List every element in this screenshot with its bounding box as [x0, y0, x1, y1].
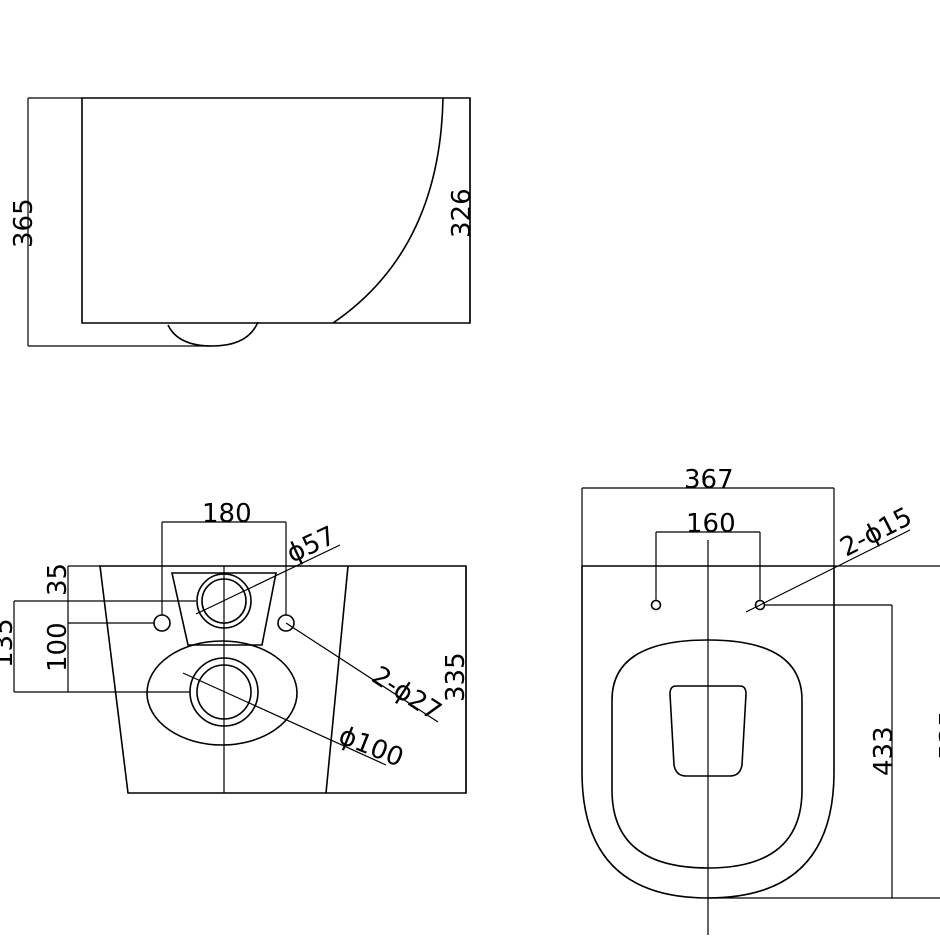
- back-view: 180 ϕ57 2-ϕ27 ϕ100 335 35 100 135: [0, 499, 471, 794]
- top-dim-535: 535: [935, 710, 940, 760]
- top-drain: [669, 685, 747, 777]
- top-inner-bowl: [611, 639, 803, 869]
- top-label-15: 2-ϕ15: [836, 502, 917, 563]
- side-dim-365: 365: [9, 198, 39, 248]
- back-dim-35: 35: [43, 563, 73, 596]
- back-label-100: ϕ100: [334, 721, 407, 774]
- side-body-outline: [81, 97, 471, 324]
- back-label-57: ϕ57: [282, 521, 340, 569]
- back-side-right: [325, 565, 349, 794]
- back-leader-57: [195, 544, 341, 615]
- top-dim-433: 433: [869, 726, 899, 776]
- top-view: 367 160 2-ϕ15 433 535: [581, 465, 940, 935]
- back-outlet-oval: [146, 640, 298, 746]
- back-bolt-hole-left: [153, 614, 171, 632]
- back-outlet-inner: [196, 664, 252, 720]
- top-dim-367: 367: [684, 465, 734, 495]
- top-leader-15: [745, 529, 911, 613]
- side-foot: [167, 321, 259, 347]
- back-inlet-outer: [196, 573, 252, 629]
- top-hole-left: [650, 599, 662, 611]
- back-dim-180: 180: [202, 499, 252, 529]
- side-dim-326: 326: [447, 188, 477, 238]
- back-inlet-inner: [201, 578, 247, 624]
- back-leader-27: [285, 622, 439, 723]
- back-dim-135: 135: [0, 618, 19, 668]
- back-leader-100: [182, 672, 387, 766]
- back-inner-outline: [171, 572, 277, 646]
- back-dim-100: 100: [43, 622, 73, 672]
- top-dim-160: 160: [686, 509, 736, 539]
- back-label-27: 2-ϕ27: [366, 661, 446, 728]
- side-rim-curve: [332, 97, 444, 324]
- side-view: 365 326: [9, 97, 477, 347]
- back-dim-335: 335: [441, 652, 471, 702]
